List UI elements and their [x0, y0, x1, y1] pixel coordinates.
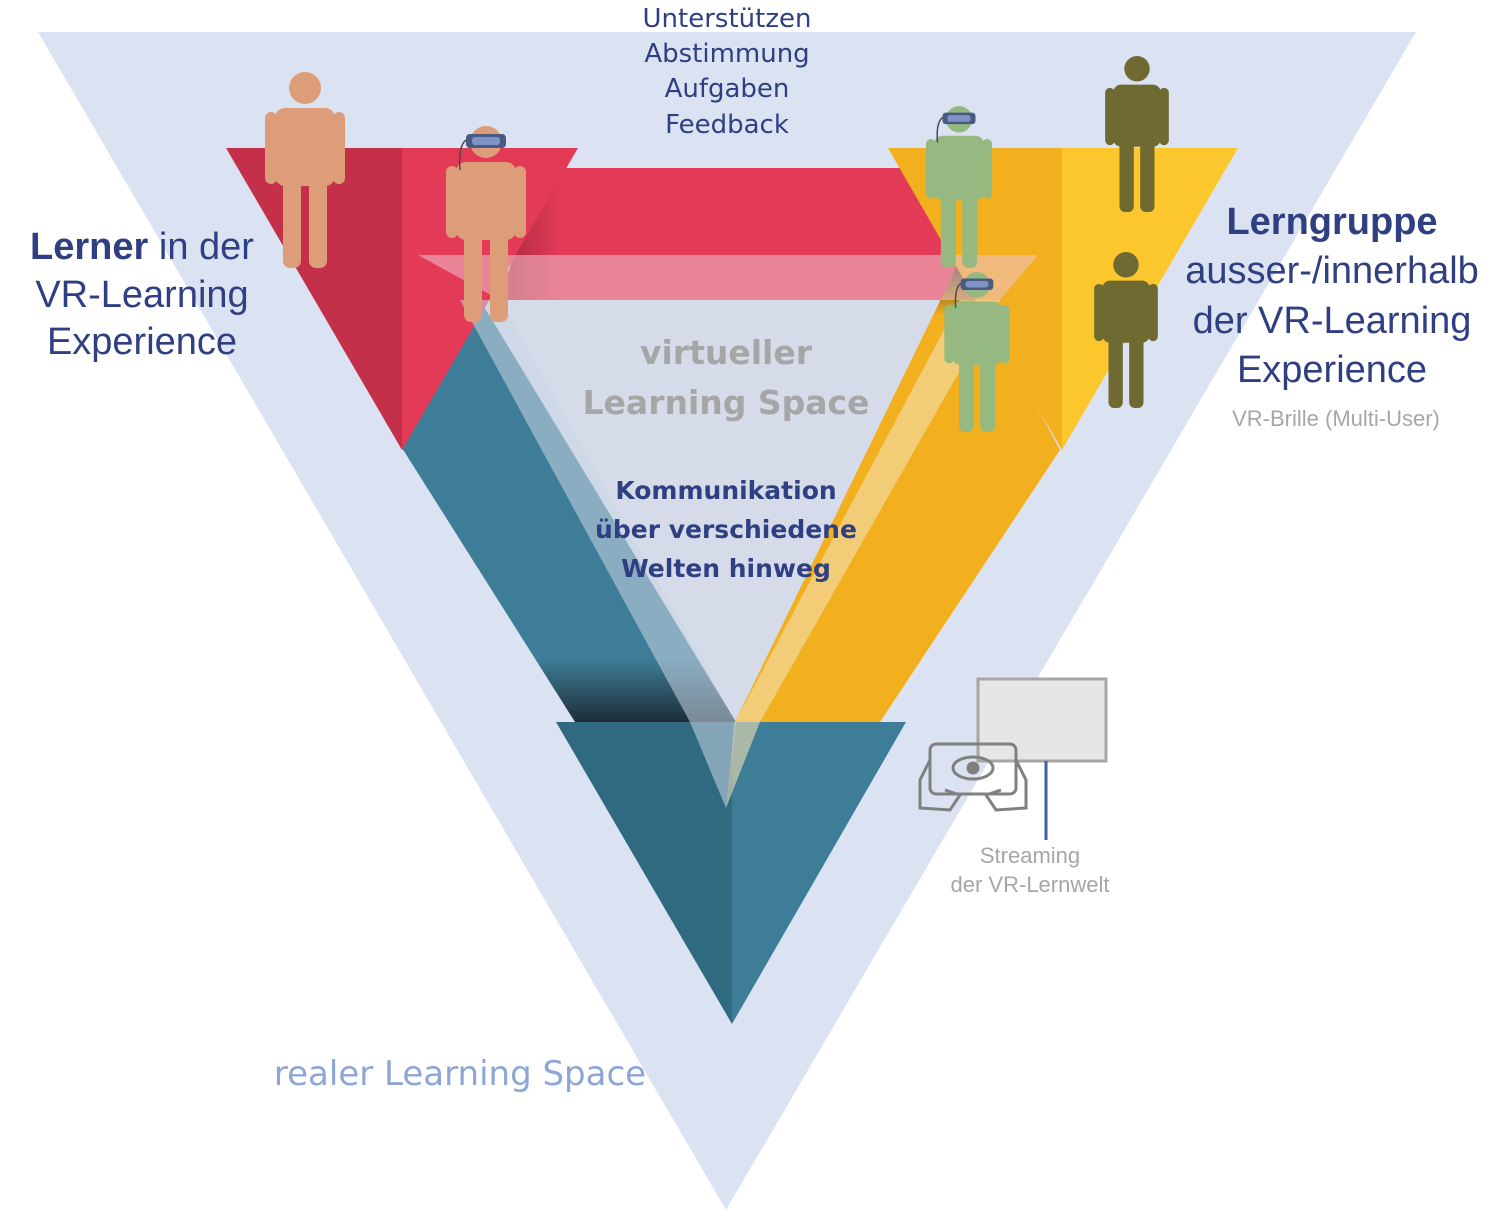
- top-labels: Unterstützen Abstimmung Aufgaben Feedbac…: [600, 4, 854, 141]
- person-icon: [265, 72, 345, 268]
- streaming-line1: Streaming: [979, 843, 1081, 868]
- virtual-line2: Learning Space: [582, 382, 870, 422]
- learner-bold: Lerner: [30, 226, 149, 268]
- group-label: Lerngruppe ausser-/innerhalb der VR-Lear…: [1164, 198, 1500, 396]
- vr-headset-icon: [936, 112, 976, 143]
- learner-line2: VR-Learning: [35, 273, 249, 316]
- streaming-line2: der VR-Lernwelt: [950, 871, 1110, 897]
- learner-rest: in der: [148, 226, 254, 268]
- label-feedback: Feedback: [665, 109, 789, 140]
- vr-headset-icon: [458, 134, 506, 171]
- virtual-left-overlay: [460, 300, 736, 808]
- real-space-label: realer Learning Space: [273, 1054, 647, 1094]
- label-aufgaben: Aufgaben: [664, 74, 790, 105]
- teal-triangle-left-half: [556, 722, 732, 1024]
- virtual-line1: virtueller: [639, 333, 813, 372]
- group-line2: ausser-/innerhalb: [1185, 250, 1479, 293]
- red-triangle-left-half: [226, 148, 402, 450]
- learner-label: Lerner in der VR-Learning Experience: [4, 224, 280, 367]
- teal-triangle-right-half: [732, 722, 906, 1024]
- group-bold: Lerngruppe: [1226, 201, 1438, 243]
- screen-icon: [976, 677, 1108, 840]
- person-icon: [944, 272, 1010, 432]
- communication-line3: Welten hinweg: [621, 553, 831, 583]
- group-line4: Experience: [1236, 349, 1428, 392]
- virtual-space-triangle: [418, 255, 1038, 808]
- virtual-space-label: virtueller Learning Space: [570, 328, 882, 427]
- person-icon: [1094, 251, 1158, 408]
- label-abstimmung: Abstimmung: [644, 39, 810, 70]
- group-line3: der VR-Learning: [1192, 299, 1472, 342]
- group-caption: VR-Brille (Multi-User): [1232, 406, 1440, 431]
- communication-label: Kommunikation über verschiedene Welten h…: [586, 472, 866, 588]
- communication-line2: über verschiedene: [595, 514, 857, 544]
- label-unterstuetzen: Unterstützen: [642, 4, 812, 34]
- tablet-eye-icon: [918, 742, 1028, 812]
- learner-line3: Experience: [46, 321, 238, 363]
- virtual-top-overlay: [418, 255, 1038, 300]
- person-icon: [1105, 56, 1169, 212]
- vr-headset-icon: [954, 278, 994, 308]
- streaming-label: Streaming der VR-Lernwelt: [920, 842, 1140, 899]
- communication-line1: Kommunikation: [615, 476, 837, 505]
